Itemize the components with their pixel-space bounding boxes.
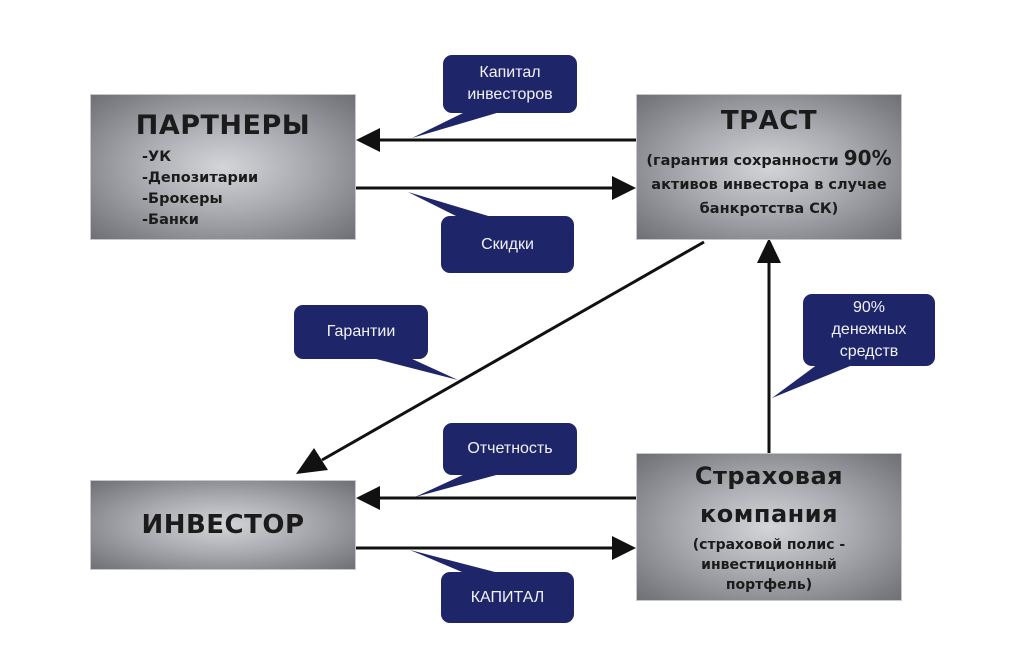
partners-title: ПАРТНЕРЫ — [135, 110, 311, 141]
callout-tail-reporting — [415, 474, 500, 497]
partners-item: -УК — [142, 149, 172, 165]
insurer-title-line2: компания — [700, 500, 838, 528]
callout-discounts: Скидки — [441, 216, 574, 273]
arrow-insurer-to-trust — [757, 238, 781, 453]
insurer-desc-line3: портфель) — [725, 577, 813, 593]
callout-capital: КАПИТАЛ — [441, 572, 574, 623]
callout-tail-capital — [410, 550, 495, 572]
trust-desc-line1: (гарантия сохранности 90% — [646, 146, 891, 170]
callout-line: Скидки — [481, 235, 534, 253]
investor-title: ИНВЕСТОР — [141, 510, 305, 540]
callout-line: Отчетность — [467, 440, 553, 457]
callout-tail-guarantees — [372, 358, 458, 380]
arrow-insurer-to-investor — [356, 486, 636, 510]
arrow-trust-to-partners — [356, 128, 636, 152]
callout-reporting: Отчетность — [443, 423, 577, 475]
trust-desc-prefix: (гарантия сохранности — [646, 153, 844, 169]
trust-title: ТРАСТ — [720, 106, 818, 136]
insurer-description: (страховой полис - инвестиционный портфе… — [636, 535, 902, 595]
partners-item: -Брокеры — [142, 191, 223, 207]
trust-node: ТРАСТ (гарантия сохранности 90% активов … — [636, 94, 902, 240]
partners-item: -Банки — [142, 212, 199, 228]
partners-node: ПАРТНЕРЫ -УК -Депозитарии -Брокеры -Банк… — [90, 94, 356, 240]
callout-tail-capital-investors — [412, 112, 500, 138]
callout-guarantees: Гарантии — [294, 305, 428, 359]
callout-ninety-percent-funds: 90% денежных средств — [803, 294, 935, 366]
insurer-node: Страховая компания (страховой полис - ин… — [636, 453, 902, 601]
insurer-desc-line1: (страховой полис - — [692, 537, 846, 553]
arrow-trust-to-investor — [296, 240, 705, 474]
callout-line: средств — [839, 343, 899, 360]
insurer-title-line1: Страховая — [694, 462, 844, 490]
callout-capital-investors: Капитал инвесторов — [443, 55, 577, 113]
arrow-investor-to-insurer — [356, 536, 636, 560]
insurer-title: Страховая компания — [636, 457, 902, 533]
partners-list: -УК -Депозитарии -Брокеры -Банки — [142, 147, 356, 231]
arrow-partners-to-trust — [356, 176, 636, 200]
trust-desc-line3: банкротства СК) — [699, 201, 839, 217]
trust-description: (гарантия сохранности 90% активов инвест… — [636, 146, 902, 221]
callout-line: инвесторов — [467, 86, 553, 103]
trust-desc-line2: активов инвестора в случае — [651, 177, 887, 193]
callout-tail-ninety-percent — [772, 364, 855, 398]
callout-tail-discounts — [408, 192, 495, 218]
partners-item: -Депозитарии — [142, 170, 259, 186]
callout-line: КАПИТАЛ — [470, 588, 545, 606]
investor-node: ИНВЕСТОР — [90, 480, 356, 570]
callout-line: Капитал — [479, 64, 541, 81]
callout-line: денежных — [831, 321, 907, 338]
callout-line: 90% — [852, 299, 885, 316]
trust-desc-percent: 90% — [843, 146, 892, 170]
callout-line: Гарантии — [326, 323, 396, 340]
insurer-desc-line2: инвестиционный — [701, 557, 837, 573]
